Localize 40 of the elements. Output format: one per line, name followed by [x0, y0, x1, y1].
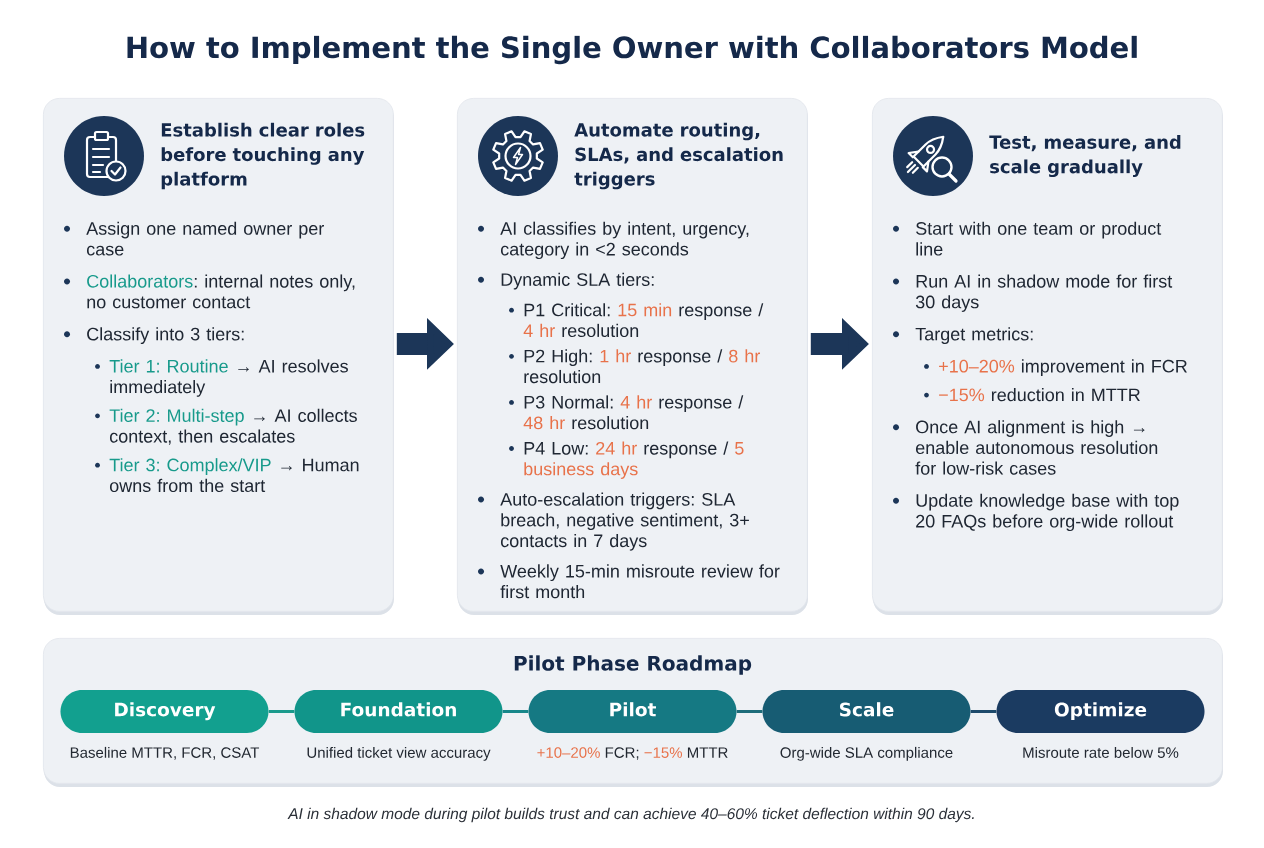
- bullet-text: Dynamic SLA tiers:: [501, 272, 654, 290]
- panel-heading: Pilot Phase Roadmap: [514, 655, 752, 675]
- bullet-text: Assign one named owner per case: [86, 221, 324, 256]
- bullet-text: Start with one team or product line: [916, 221, 1162, 256]
- bullet-text: Classify into 3 tiers:: [87, 327, 244, 344]
- phase-pill: Scale: [762, 690, 971, 733]
- phase-pill: Foundation: [294, 690, 503, 733]
- bullet-text: Update knowledge base with top 20 FAQs before org-wide rollout: [916, 493, 1179, 532]
- bullet-text: Auto-escalation triggers: SLA breach, negative sentiment, 3+ contacts in 7 days: [500, 492, 749, 551]
- bullet-text: Target metrics:: [915, 327, 1033, 344]
- bullet-text: +10–20% improvement in FCR: [939, 359, 1187, 377]
- caption: AI in shadow mode during pilot builds trust and can achieve 40–60% ticket deflection within 90 days.: [287, 807, 974, 823]
- phase-note: Misroute rate below 5%: [1023, 746, 1179, 758]
- bullet-text: Tier 2: Multi-step → AI collects context, then escalates: [109, 408, 357, 445]
- connector-line: [268, 710, 295, 713]
- card-heading: Establish clear roles before touching any platform: [161, 122, 365, 190]
- bullet-text: Run AI in shadow mode for first 30 days: [915, 274, 1173, 312]
- bullet-text: AI classifies by intent, urgency, category in <2 seconds: [500, 221, 749, 260]
- card-heading: Automate routing, SLAs, and escalation triggers: [574, 122, 783, 190]
- bullet-text: Collaborators: internal notes only, no customer contact: [87, 274, 355, 309]
- phase-note: Baseline MTTR, FCR, CSAT: [70, 746, 260, 760]
- title: How to Implement the Single Owner with Collaborators Model: [127, 35, 1137, 65]
- bullet-text: P1 Critical: 15 min response / 4 hr resolution: [523, 303, 764, 338]
- bullet-text: Weekly 15-min misroute review for first month: [500, 564, 780, 599]
- card-heading: Test, measure, and scale gradually: [989, 134, 1181, 178]
- phase-pill: Discovery: [60, 690, 269, 733]
- phase-pill: Pilot: [528, 690, 737, 733]
- connector-line: [970, 710, 997, 713]
- bullet-text: Once AI alignment is high → enable autonomous resolution for low-risk cases: [915, 420, 1158, 475]
- connector-line: [736, 710, 763, 713]
- phase-note: Org-wide SLA compliance: [780, 746, 953, 761]
- bullet-text: Tier 3: Complex/VIP → Human owns from the start: [109, 458, 359, 493]
- phase-pill: Optimize: [996, 690, 1205, 733]
- phase-note: Unified ticket view accuracy: [307, 746, 491, 761]
- bullet-text: −15% reduction in MTTR: [939, 388, 1140, 402]
- phase-note: +10–20% FCR; −15% MTTR: [537, 747, 728, 760]
- bullet-text: P4 Low: 24 hr response / 5 business days: [524, 441, 744, 479]
- connector-line: [502, 710, 529, 713]
- bullet-text: P2 High: 1 hr response / 8 hr resolution: [524, 349, 760, 384]
- bullet-text: Tier 1: Routine → AI resolves immediately: [109, 359, 348, 397]
